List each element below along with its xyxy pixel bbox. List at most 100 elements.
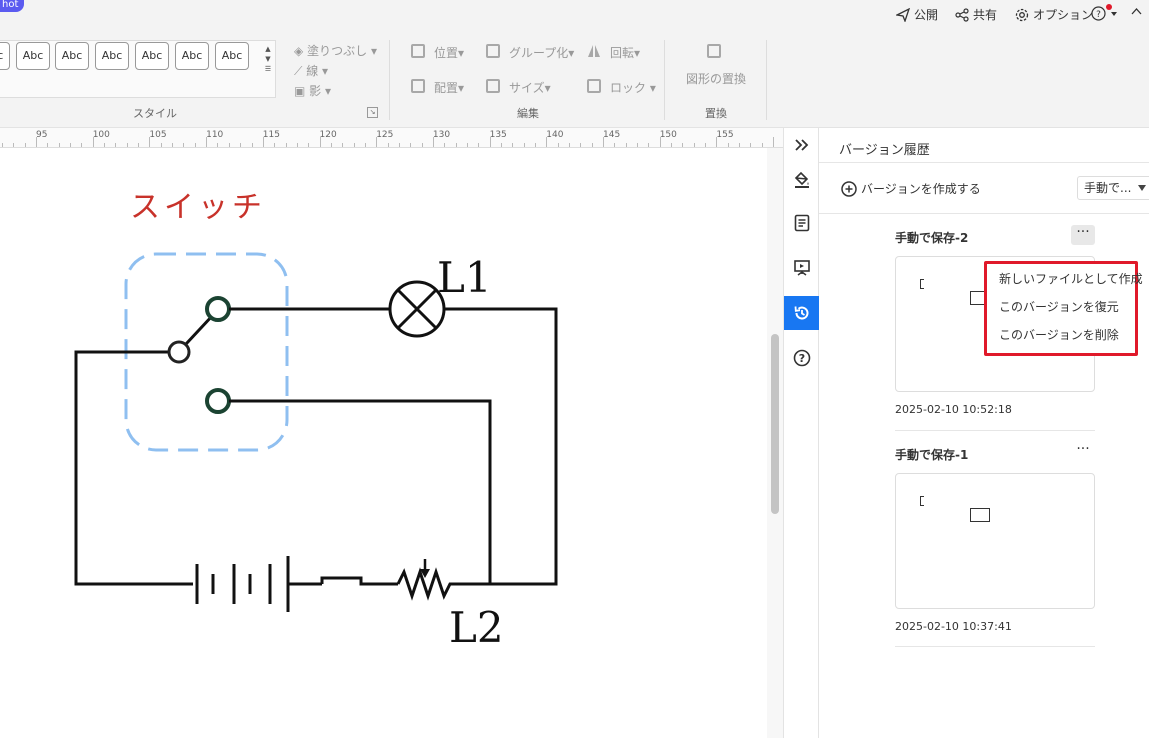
menu-item-new-file[interactable]: 新しいファイルとして作成	[999, 272, 1143, 286]
version-date: 2025-02-10 10:52:18	[895, 403, 1012, 416]
create-version-button[interactable]: バージョンを作成する	[841, 180, 981, 197]
style-preset[interactable]: Abc	[215, 42, 249, 70]
ruler-label: 120	[319, 130, 337, 140]
ruler-tick	[115, 143, 117, 147]
ruler-tick	[569, 143, 570, 147]
replace-shape-button[interactable]: 図形の置換	[686, 70, 746, 87]
group-button[interactable]: グループ化▾	[509, 46, 575, 60]
version-history-panel-button[interactable]	[784, 296, 819, 330]
canvas-scrollbar[interactable]	[767, 148, 783, 738]
ruler-tick	[296, 143, 298, 147]
page-panel-button[interactable]	[784, 206, 819, 240]
version-more-button[interactable]: ···	[1071, 225, 1095, 245]
style-preset[interactable]: Abc	[175, 42, 209, 70]
ruler-tick	[523, 143, 525, 147]
replace-shape-label: 図形の置換	[686, 72, 747, 86]
ruler-tick	[251, 143, 253, 147]
collapse-ribbon-button[interactable]	[1131, 6, 1142, 17]
ruler-tick	[557, 143, 559, 147]
filter-value: 手動で...	[1084, 181, 1132, 195]
version-date: 2025-02-10 10:37:41	[895, 620, 1012, 633]
ruler-tick	[591, 143, 593, 147]
fill-button[interactable]: ◈ 塗りつぶし ▾	[294, 44, 378, 58]
ruler-tick	[659, 137, 661, 147]
ruler-tick	[716, 137, 718, 147]
version-filter-dropdown[interactable]: 手動で...	[1077, 176, 1149, 200]
l2-label[interactable]: L2	[449, 603, 504, 652]
ruler-tick	[194, 143, 196, 147]
ruler-tick	[750, 143, 752, 147]
scrollbar-thumb[interactable]	[771, 334, 779, 514]
share-button[interactable]: 共有	[955, 6, 997, 23]
ribbon-toolbar: Abc Abc Abc Abc Abc Abc Abc ▲▼☰ ◈ 塗りつぶし …	[0, 28, 1149, 128]
wire	[444, 307, 558, 586]
switch-title[interactable]: スイッチ	[130, 190, 266, 225]
fill-panel-button[interactable]	[784, 162, 819, 196]
ruler-tick	[274, 143, 276, 147]
group-icon	[486, 44, 500, 58]
ruler-tick	[387, 143, 389, 147]
right-icon-sidebar: ?	[783, 128, 819, 738]
ruler-tick	[330, 143, 332, 147]
version-more-button[interactable]: ···	[1076, 441, 1090, 457]
ruler-tick	[432, 137, 434, 147]
ruler-tick	[206, 137, 208, 147]
top-bar: hot 公開 共有 オプション ?	[0, 0, 1149, 28]
size-button[interactable]: サイズ▾	[509, 81, 551, 95]
ruler-tick	[693, 143, 695, 147]
l1-label[interactable]: L1	[437, 253, 492, 302]
options-button[interactable]: オプション	[1015, 6, 1093, 23]
menu-item-delete[interactable]: このバージョンを削除	[999, 328, 1119, 342]
shadow-button[interactable]: ▣ 影 ▾	[294, 84, 332, 98]
position-button[interactable]: 位置▾	[434, 46, 465, 60]
position-icon	[411, 44, 425, 58]
thumbnail-title-mark	[920, 279, 924, 289]
presentation-panel-button[interactable]	[784, 251, 819, 285]
resistor-lead	[320, 576, 398, 586]
version-name[interactable]: 手動で保存-1	[895, 448, 969, 462]
ruler-tick	[81, 143, 83, 147]
lamp-cross	[396, 288, 438, 330]
style-preset[interactable]: Abc	[135, 42, 169, 70]
svg-text:?: ?	[798, 352, 804, 365]
style-preset[interactable]: Abc	[16, 42, 50, 70]
help-circle-icon: ?	[793, 349, 810, 367]
rotate-button[interactable]: 回転▾	[610, 46, 641, 60]
menu-item-restore[interactable]: このバージョンを復元	[999, 300, 1119, 314]
style-settings-launcher-icon[interactable]: ↘	[367, 107, 378, 118]
version-name[interactable]: 手動で保存-2	[895, 231, 969, 245]
line-button[interactable]: ⟋ 線 ▾	[294, 64, 329, 78]
version-thumbnail[interactable]	[895, 473, 1095, 609]
ruler-tick	[172, 143, 174, 147]
ruler-label: 145	[603, 130, 621, 140]
ruler-tick	[444, 143, 446, 147]
history-icon	[794, 306, 808, 320]
style-preset[interactable]: Abc	[0, 42, 10, 70]
variable-resistor-arrowhead	[420, 569, 430, 578]
switch-pivot-node	[167, 340, 191, 364]
style-preset[interactable]: Abc	[95, 42, 129, 70]
align-button[interactable]: 配置▾	[434, 81, 465, 95]
ruler-tick	[149, 137, 151, 147]
ribbon-separator	[664, 40, 665, 120]
divider	[819, 213, 1149, 214]
ruler-tick	[466, 143, 468, 147]
add-circle-icon	[841, 180, 857, 197]
collapse-panel-button[interactable]	[784, 128, 819, 162]
lock-button[interactable]: ロック ▾	[610, 81, 656, 95]
panel-title: バージョン履歴	[839, 143, 930, 158]
help-panel-button[interactable]: ?	[784, 341, 819, 375]
hot-badge: hot	[0, 0, 25, 12]
ruler-tick	[308, 143, 310, 147]
ruler-tick	[126, 143, 128, 147]
publish-button[interactable]: 公開	[896, 6, 938, 23]
help-button[interactable]: ?	[1091, 4, 1118, 21]
drawing-canvas[interactable]: スイッチ L1 L2	[0, 148, 767, 738]
style-preset[interactable]: Abc	[55, 42, 89, 70]
gallery-scroll-arrows[interactable]: ▲▼☰	[264, 45, 272, 73]
ribbon-separator	[766, 40, 767, 120]
ruler-tick	[160, 143, 162, 147]
ruler-tick	[727, 143, 729, 147]
circuit-diagram[interactable]	[0, 148, 767, 738]
ribbon-separator	[389, 40, 390, 120]
